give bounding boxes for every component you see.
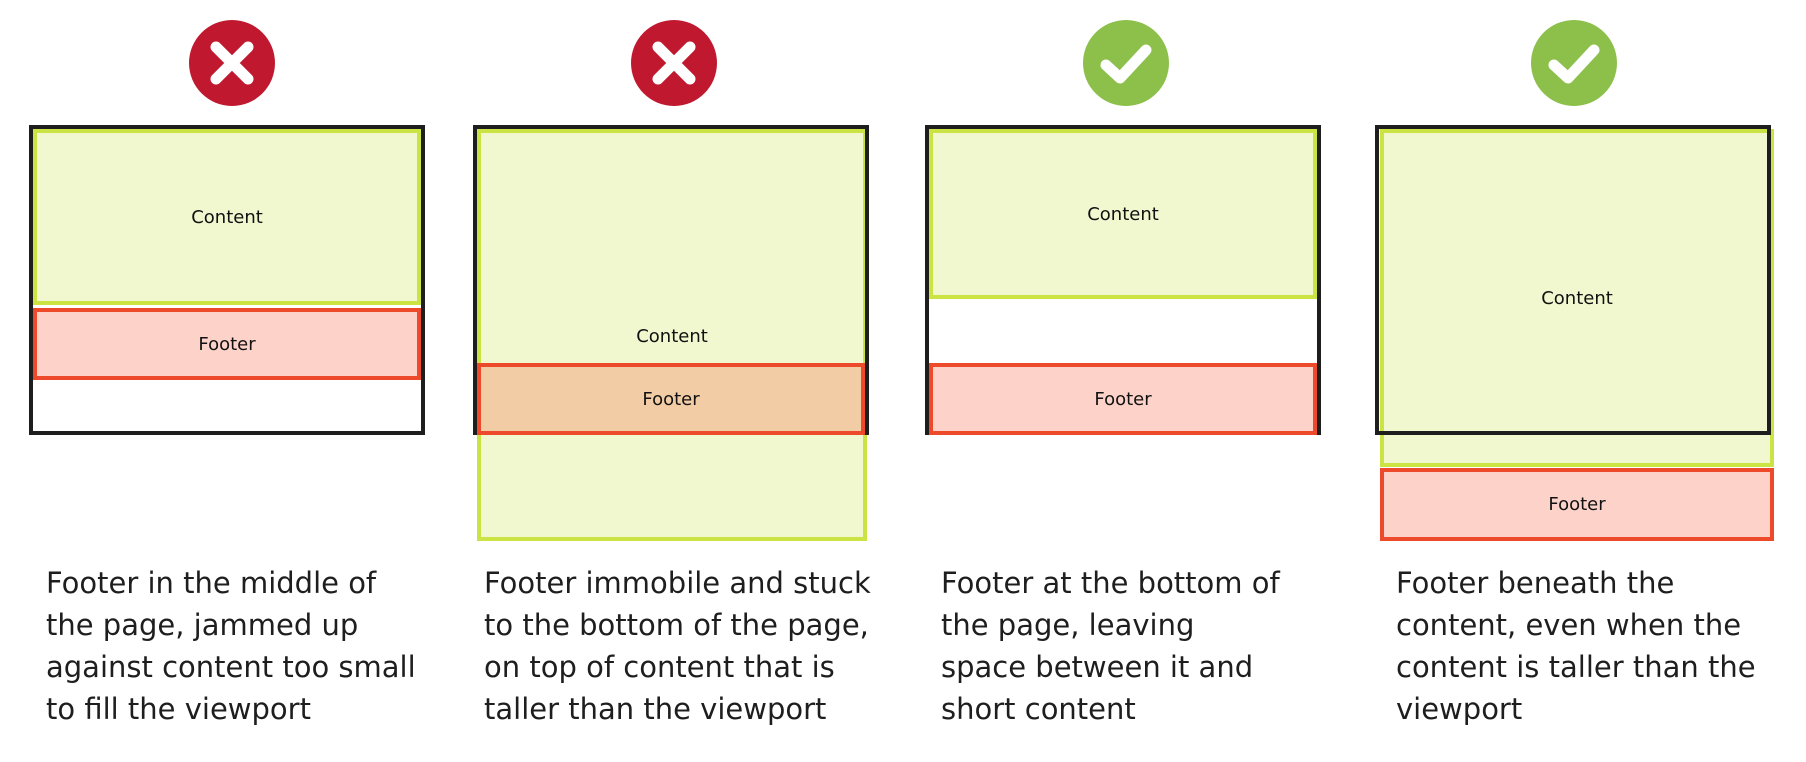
panel-caption: Footer at the bottom of the page, leavin… [941,566,1280,726]
content-label: Content [191,206,263,228]
footer-label: Footer [1548,494,1606,515]
check-icon [1100,44,1152,84]
content-label: Content [1541,288,1613,309]
check-icon [1548,44,1600,84]
cross-icon [210,41,254,85]
content-label: Content [1087,203,1159,225]
panel-footer-bottom-short: Content Footer Footer at the bottom of t… [903,0,1353,762]
content-box-overflowing: Content [477,129,867,541]
footer-box: Footer [1380,468,1774,541]
footer-box: Footer [929,363,1317,435]
panel-caption: Footer beneath the content, even when th… [1396,566,1756,726]
content-label: Content [636,326,708,347]
panel-footer-middle: Content Footer Footer in the middle of t… [0,0,450,762]
status-good-badge [1531,20,1617,106]
viewport-frame: Content Footer [29,125,425,435]
viewport-frame: Content Footer [925,125,1321,435]
footer-box-fixed: Footer [477,363,865,435]
footer-label: Footer [198,333,256,355]
content-box: Content [33,129,421,305]
panel-caption: Footer in the middle of the page, jammed… [46,566,416,726]
panel-caption: Footer immobile and stuck to the bottom … [484,566,871,726]
footer-box: Footer [33,308,421,380]
status-bad-badge [631,20,717,106]
cross-icon [652,41,696,85]
status-good-badge [1083,20,1169,106]
content-box-overflowing: Content [1380,129,1774,467]
viewport-frame: Footer [473,125,869,435]
footer-label: Footer [642,388,700,410]
viewport-frame [1375,125,1771,435]
content-box: Content [929,129,1317,299]
status-bad-badge [189,20,275,106]
panel-footer-fixed-overlap: Content Footer Footer immobile and stuck… [450,0,900,762]
panel-footer-beneath-tall: Content Footer Footer beneath the conten… [1356,0,1806,762]
footer-label: Footer [1094,388,1152,410]
